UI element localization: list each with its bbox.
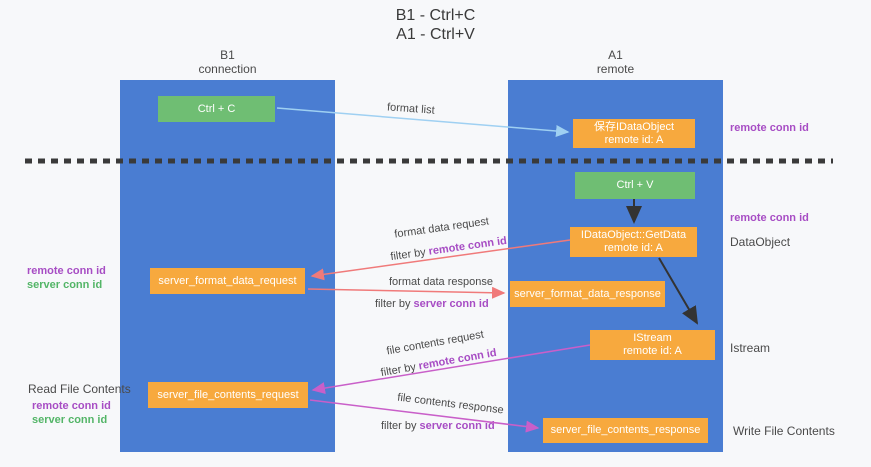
lifeline-header-a1: A1 remote xyxy=(508,48,723,76)
node-ctrl-v: Ctrl + V xyxy=(575,172,695,199)
label-left-format-remote-conn-id: remote conn id xyxy=(27,265,106,277)
node-server-format-data-request: server_format_data_request xyxy=(150,268,305,294)
lifeline-b1-name: B1 xyxy=(220,48,235,62)
node-server-format-data-response-label: server_format_data_response xyxy=(514,287,661,300)
node-idataobject-getdata: IDataObject::GetData remote id: A xyxy=(570,227,697,257)
label-remote-conn-id-top: remote conn id xyxy=(730,122,809,134)
label-dataobject: DataObject xyxy=(730,235,791,249)
filter-key-remote-conn-id: remote conn id xyxy=(417,346,498,373)
label-left-file-remote-conn-id: remote conn id xyxy=(32,400,111,412)
diagram-title: B1 - Ctrl+C A1 - Ctrl+V xyxy=(0,6,871,44)
node-server-file-contents-request: server_file_contents_request xyxy=(148,382,308,408)
title-line-2: A1 - Ctrl+V xyxy=(396,26,475,43)
title-line-1: B1 - Ctrl+C xyxy=(395,7,476,24)
node-istream-line2: remote id: A xyxy=(623,345,682,357)
node-server-format-data-request-label: server_format_data_request xyxy=(158,274,297,287)
node-save-idataobject-line1: 保存IDataObject xyxy=(593,120,675,133)
label-write-file-contents: Write File Contents xyxy=(733,424,835,438)
node-ctrl-c-label: Ctrl + C xyxy=(197,102,236,115)
node-ctrl-v-label: Ctrl + V xyxy=(616,179,654,191)
edge-label-format-list: format list xyxy=(386,101,436,117)
label-left-format-server-conn-id: server conn id xyxy=(27,279,103,291)
filter-key-server-conn-id: server conn id xyxy=(419,420,495,432)
lifeline-a1-name: A1 xyxy=(608,48,623,62)
edge-label-format-data-response: format data response xyxy=(389,276,493,288)
node-save-idataobject-line2: remote id: A xyxy=(604,133,664,146)
node-istream: IStream remote id: A xyxy=(590,330,715,360)
node-server-format-data-response: server_format_data_response xyxy=(510,281,665,307)
filter-by-text: filter by xyxy=(389,246,427,264)
label-read-file-contents: Read File Contents xyxy=(28,382,131,396)
node-server-file-contents-response: server_file_contents_response xyxy=(543,418,708,443)
label-left-file-server-conn-id: server conn id xyxy=(32,414,108,426)
filter-by-text: filter by xyxy=(379,361,417,380)
node-save-idataobject: 保存IDataObject remote id: A xyxy=(573,119,695,148)
lifeline-header-b1: B1 connection xyxy=(120,48,335,76)
filter-key-remote-conn-id: remote conn id xyxy=(427,234,508,258)
filter-key-server-conn-id: server conn id xyxy=(413,298,489,310)
node-server-file-contents-request-label: server_file_contents_request xyxy=(157,388,299,401)
filter-by-text: filter by xyxy=(375,298,411,310)
arrow-format-data-response xyxy=(307,286,506,299)
filter-by-text: filter by xyxy=(381,420,417,432)
label-istream: Istream xyxy=(730,341,771,355)
edge-label-format-data-request-filter: filter byremote conn id xyxy=(390,235,508,263)
node-getdata-line2: remote id: A xyxy=(604,242,663,254)
edge-label-file-contents-response: file contents response xyxy=(396,391,505,417)
label-remote-conn-id-mid: remote conn id xyxy=(730,212,809,224)
node-istream-line1: IStream xyxy=(633,332,672,344)
node-server-file-contents-response-label: server_file_contents_response xyxy=(550,424,701,436)
lifeline-b1-role: connection xyxy=(198,62,257,76)
node-ctrl-c: Ctrl + C xyxy=(158,96,275,122)
node-getdata-line1: IDataObject::GetData xyxy=(580,229,687,241)
edge-label-format-data-request: format data request xyxy=(393,215,490,241)
lifeline-a1-role: remote xyxy=(596,62,635,76)
